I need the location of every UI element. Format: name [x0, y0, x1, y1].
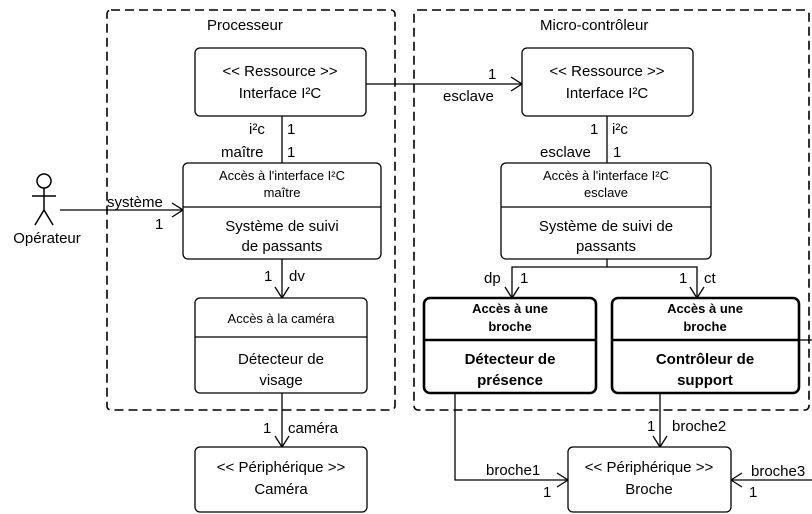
broche-box: << Périphérique >> Broche [567, 446, 732, 513]
label-micro-role-bot: esclave [540, 144, 591, 161]
stereotype: << Ressource >> [549, 63, 664, 80]
component-name: Système de suivi [225, 218, 338, 235]
microcontroller-title: Micro-contrôleur [540, 17, 648, 34]
label-micro-mult-top: 1 [590, 121, 598, 138]
label-micro-role-top: i²c [612, 121, 628, 138]
stereotype: << Périphérique >> [217, 459, 346, 476]
detecteur-visage-box: Accès à la caméra Détecteur de visage [194, 297, 368, 394]
component-name: de passants [242, 238, 323, 255]
compartment-header: broche [488, 319, 531, 334]
compartment-header: Accès à l'interface I²C [543, 168, 669, 183]
detecteur-presence-box: Accès à une broche Détecteur de présence [422, 296, 598, 395]
label-i2c-bus-role: esclave [443, 88, 494, 105]
label-proc-mult-top: 1 [287, 121, 295, 138]
i2c-micro-box: << Ressource >> Interface I²C [521, 47, 694, 117]
actor-label: Opérateur [13, 230, 81, 247]
component-name: Détecteur de [238, 351, 324, 368]
label-broche2-mult: 1 [647, 418, 655, 435]
component-name: Interface I²C [566, 85, 649, 102]
component-name: visage [259, 372, 302, 389]
compartment-header: Accès à une [667, 301, 743, 316]
label-systeme-role: système [107, 194, 163, 211]
component-name: Caméra [254, 481, 308, 498]
label-camera-mult: 1 [263, 420, 271, 437]
suivi-micro-box: Accès à l'interface I²C esclave Système … [500, 162, 712, 260]
label-proc-role-top: i²c [249, 121, 265, 138]
label-micro-mult-bot: 1 [613, 144, 621, 161]
label-broche1-mult: 1 [543, 484, 551, 501]
label-camera-role: caméra [288, 420, 339, 437]
component-name: Contrôleur de [656, 351, 754, 368]
component-name: présence [477, 372, 543, 389]
controleur-support-box: Accès à une broche Contrôleur de support [610, 296, 801, 395]
suivi-processor-box: Accès à l'interface I²C maître Système d… [182, 162, 382, 260]
label-broche2-role: broche2 [672, 418, 726, 435]
label-dv-role: dv [289, 268, 305, 285]
compartment-header: maître [264, 185, 301, 200]
connector-labels: système 1 1 esclave i²c 1 maître 1 1 i²c… [107, 66, 805, 501]
label-ct-mult: 1 [679, 270, 687, 287]
label-systeme-mult: 1 [155, 216, 163, 233]
label-broche3-mult: 1 [749, 484, 757, 501]
label-broche1-role: broche1 [486, 462, 540, 479]
compartment-header: Accès à la caméra [228, 311, 336, 326]
i2c-processor-box: << Ressource >> Interface I²C [194, 47, 367, 117]
label-proc-role-bot: maître [221, 144, 264, 161]
component-name: Interface I²C [239, 85, 322, 102]
compartment-header: Accès à une [472, 301, 548, 316]
label-broche3-role: broche3 [751, 463, 805, 480]
label-ct-role: ct [704, 270, 717, 287]
label-i2c-bus-mult: 1 [488, 66, 496, 83]
microcontroller-container: Micro-contrôleur [413, 9, 810, 411]
camera-box: << Périphérique >> Caméra [194, 446, 368, 513]
operator-actor: Opérateur [13, 173, 81, 247]
component-name: passants [576, 238, 636, 255]
component-name: Détecteur de [465, 351, 556, 368]
label-dp-role: dp [484, 270, 501, 287]
compartment-header: Accès à l'interface I²C [219, 168, 345, 183]
link-ct [607, 266, 698, 298]
link-dp [511, 259, 608, 298]
link-broche1 [454, 393, 568, 481]
component-name: Système de suivi de [539, 218, 673, 235]
component-name: support [677, 372, 733, 389]
stereotype: << Ressource >> [222, 63, 337, 80]
label-dp-mult: 1 [520, 270, 528, 287]
actor-head [36, 173, 52, 189]
compartment-header: esclave [584, 185, 628, 200]
compartment-header: broche [683, 319, 726, 334]
component-name: Broche [625, 481, 673, 498]
label-dv-mult: 1 [264, 268, 272, 285]
processor-title: Processeur [207, 17, 283, 34]
stereotype: << Périphérique >> [585, 459, 714, 476]
label-proc-mult-bot: 1 [287, 144, 295, 161]
